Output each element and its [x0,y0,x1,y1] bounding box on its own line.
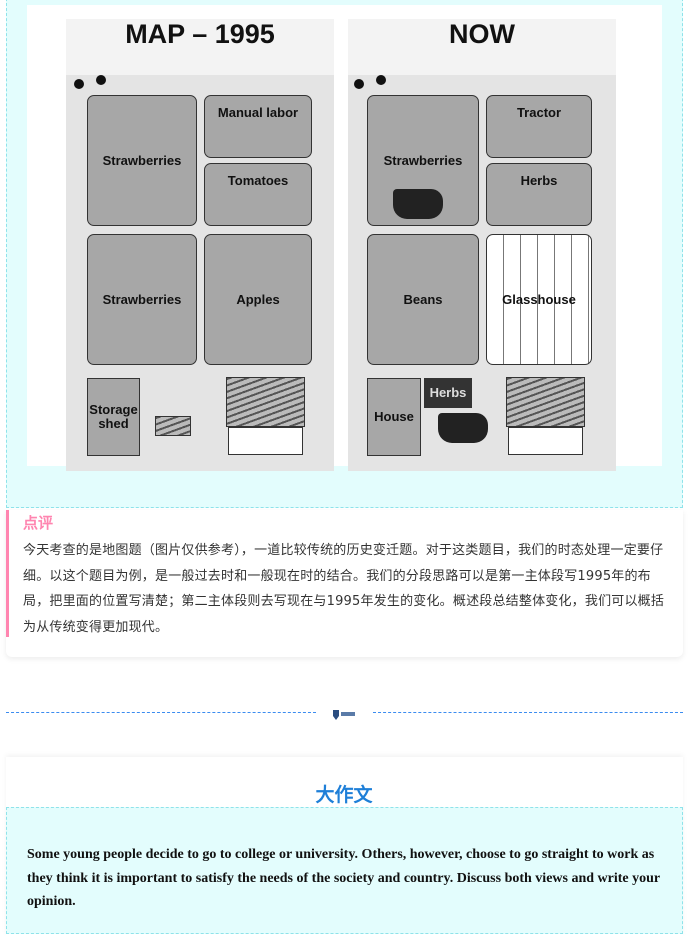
tree-icon [376,75,386,85]
essay-title: 大作文 [315,784,373,806]
map-now-title: NOW [449,19,515,49]
storage-shed: Storage shed [87,378,140,456]
tree-icon [74,79,84,89]
review-card [6,510,683,657]
tractor-icon [393,189,443,219]
herbs-plot: Herbs [424,378,472,408]
house-icon [508,427,583,455]
plot-apples: Apples [204,234,312,365]
accent-bar [6,510,9,637]
tractor-icon [438,413,488,443]
tree-icon [354,79,364,89]
map-now-panel: NOW Strawberries Tractor Herbs Beans Gla… [348,19,616,471]
map-image: MAP – 1995 Strawberries Manual labor Tom… [27,5,662,471]
tree-icon [96,75,106,85]
divider [373,712,683,713]
plot-strawberries: Strawberries [87,95,197,226]
essay-prompt: Some young people decide to go to colleg… [27,847,660,909]
plot-manual-labor: Manual labor [204,95,312,158]
plot-beans: Beans [367,234,479,365]
essay-prompt-box [6,807,683,934]
house-icon [228,427,303,455]
map-1995-panel: MAP – 1995 Strawberries Manual labor Tom… [66,19,334,471]
review-title: 点评 [23,514,54,532]
plot-tractor: Tractor [486,95,592,158]
map-1995-title: MAP – 1995 [125,19,275,49]
divider [6,712,316,713]
house-plot: House [367,378,421,456]
review-text: 今天考查的是地图题（图片仅供参考），一道比较传统的历史变迁题。对于这类题目，我们… [23,543,665,636]
house-roof-icon [226,377,305,427]
plot-herbs: Herbs [486,163,592,226]
shed-icon [155,416,191,436]
plot-tomatoes: Tomatoes [204,163,312,226]
plot-strawberries-2: Strawberries [87,234,197,365]
house-roof-icon [506,377,585,427]
glasshouse: Glasshouse [486,234,592,365]
logo-icon [332,706,356,720]
